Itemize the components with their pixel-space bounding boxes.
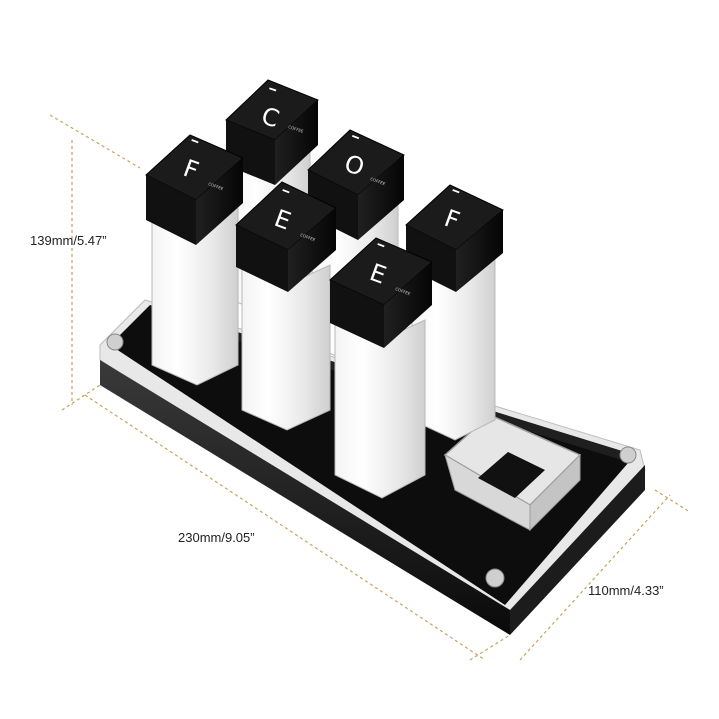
funnel-base-right [529,453,581,532]
canister-set: C ¯ COFFEE O ¯ COFFEE F ¯ COFFEE [145,79,504,499]
canister-f-left: F ¯ COFFEE [145,134,244,386]
cap-front [236,225,288,292]
cap-front [406,225,456,292]
cap-side [384,262,432,348]
cap-side [456,210,503,292]
cap-text-label: COFFEE [208,181,225,191]
cap-front [308,170,358,240]
screw-icon [106,333,124,351]
dosing-funnel [443,414,582,532]
width-dimension-label: 110mm/4.33” [588,583,664,598]
screw-icon [485,568,505,588]
length-right-extension [469,634,511,661]
cap-side [196,158,243,245]
dimension-lines [49,114,691,661]
cap-front [146,175,196,245]
cap-text-label: COFFEE [370,176,387,186]
cap-side [358,155,404,240]
cap-text-label: COFFEE [395,286,412,296]
cap-text-label: COFFEE [288,124,305,134]
tray-front-edge [100,360,510,635]
funnel-opening [478,452,545,498]
cap-side [288,208,336,292]
cap-front [330,280,384,348]
canister-e-front: E ¯ COFFEE [329,237,433,499]
cap-side [275,100,318,185]
screw-icon [619,446,637,464]
canister-f-right: F ¯ [405,184,504,441]
height-bottom-extension [61,384,101,411]
width-dimension-line [519,494,671,661]
cap-text-label: COFFEE [300,232,317,242]
canister-e-middle: E ¯ COFFEE [235,181,337,431]
tray-right-edge [510,465,645,635]
height-dimension-label: 139mm/5.47” [30,233,107,248]
width-top-extension [654,489,691,513]
length-dimension-label: 230mm/9.05” [178,530,255,545]
canister-body [334,319,426,499]
height-top-extension [49,114,141,169]
length-dimension-line [84,394,486,661]
